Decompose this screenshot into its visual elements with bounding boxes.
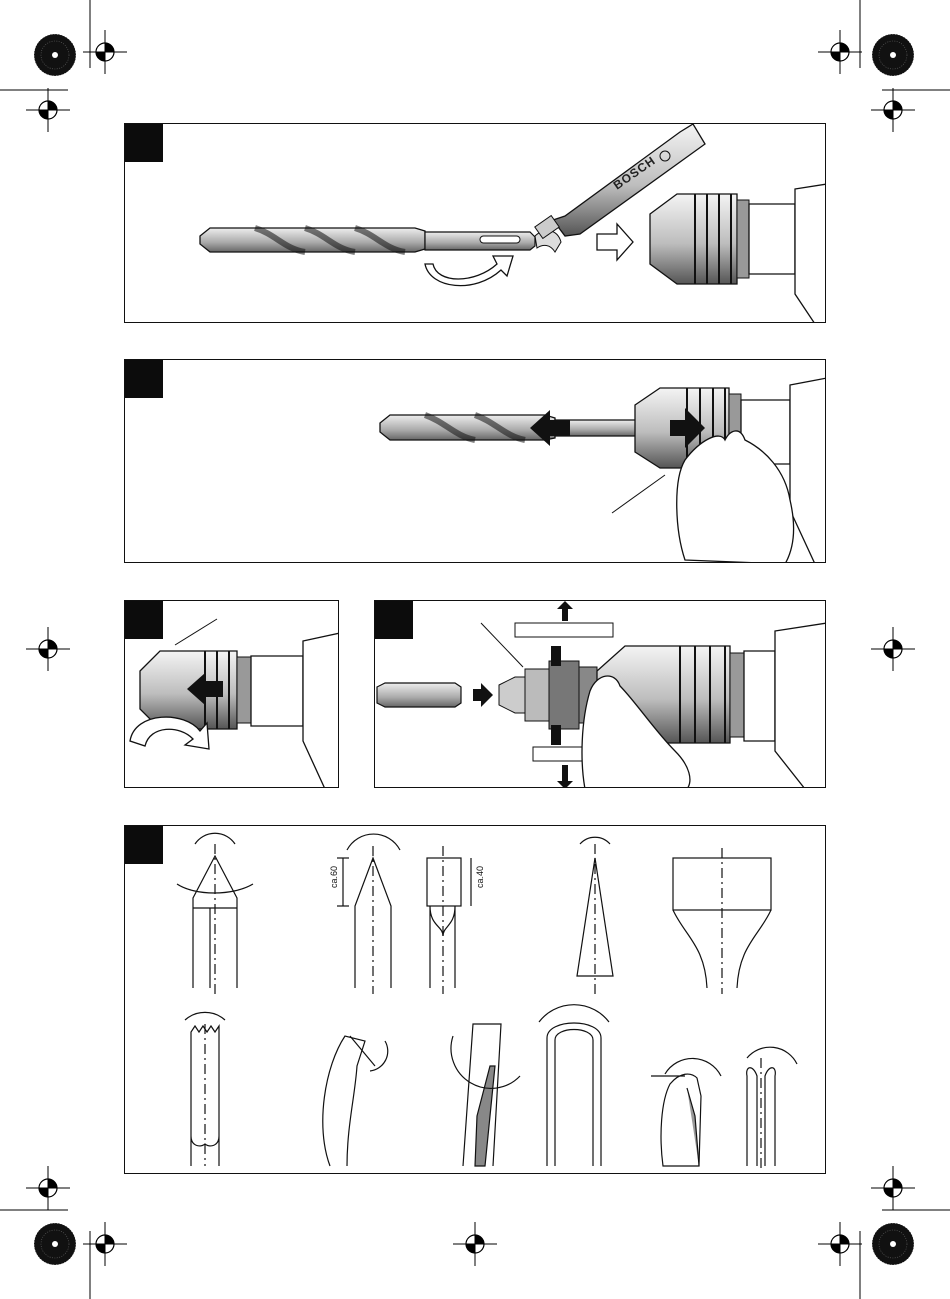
leader-line [612, 475, 665, 513]
pointed-chisel [177, 833, 253, 994]
up-arrow-icon [557, 601, 573, 621]
figure-4-drawing [375, 601, 826, 788]
leader-line [175, 619, 217, 645]
rotate-arrow [425, 256, 513, 286]
round-chisel [539, 1005, 609, 1166]
hammer-chuck [650, 184, 826, 323]
figure-3-drawing [125, 601, 339, 788]
figure-1-panel: BOSCH [124, 123, 826, 323]
color-bar-mark [34, 1223, 76, 1265]
bent-chisel [323, 1036, 388, 1166]
channel-chisel [747, 1047, 797, 1171]
figure-4-panel [374, 600, 826, 788]
down-arrow-icon [557, 765, 573, 788]
figure-2-panel [124, 359, 826, 563]
figure-5-drawing: ca.60 ca.40 [125, 826, 826, 1174]
spade-chisel [673, 848, 771, 994]
label-box-top [515, 623, 613, 637]
hatched-chisel [451, 1024, 520, 1166]
figure-2-drawing [125, 360, 826, 563]
drill-bit [200, 228, 561, 252]
color-bar-mark [34, 34, 76, 76]
figure-1-drawing: BOSCH [125, 124, 826, 323]
drill-bit [380, 415, 637, 440]
dimension-label-ca60: ca.60 [329, 866, 339, 888]
dimension-label-ca40: ca.40 [475, 866, 485, 888]
pointed-cone-chisel [577, 837, 613, 994]
figure-5-panel: ca.60 ca.40 [124, 825, 826, 1174]
drill-bit [377, 683, 461, 707]
pointed-chisel-dimensioned: ca.60 [329, 834, 400, 994]
hook-chisel [651, 1058, 721, 1166]
color-bar-mark [872, 34, 914, 76]
color-bar-mark [872, 1223, 914, 1265]
hammer-chuck [140, 633, 339, 788]
insert-arrow [597, 224, 633, 260]
toothed-chisel [185, 1012, 225, 1166]
flat-chisel: ca.40 [427, 846, 485, 994]
insert-arrow [473, 683, 493, 707]
figure-3-panel [124, 600, 339, 788]
